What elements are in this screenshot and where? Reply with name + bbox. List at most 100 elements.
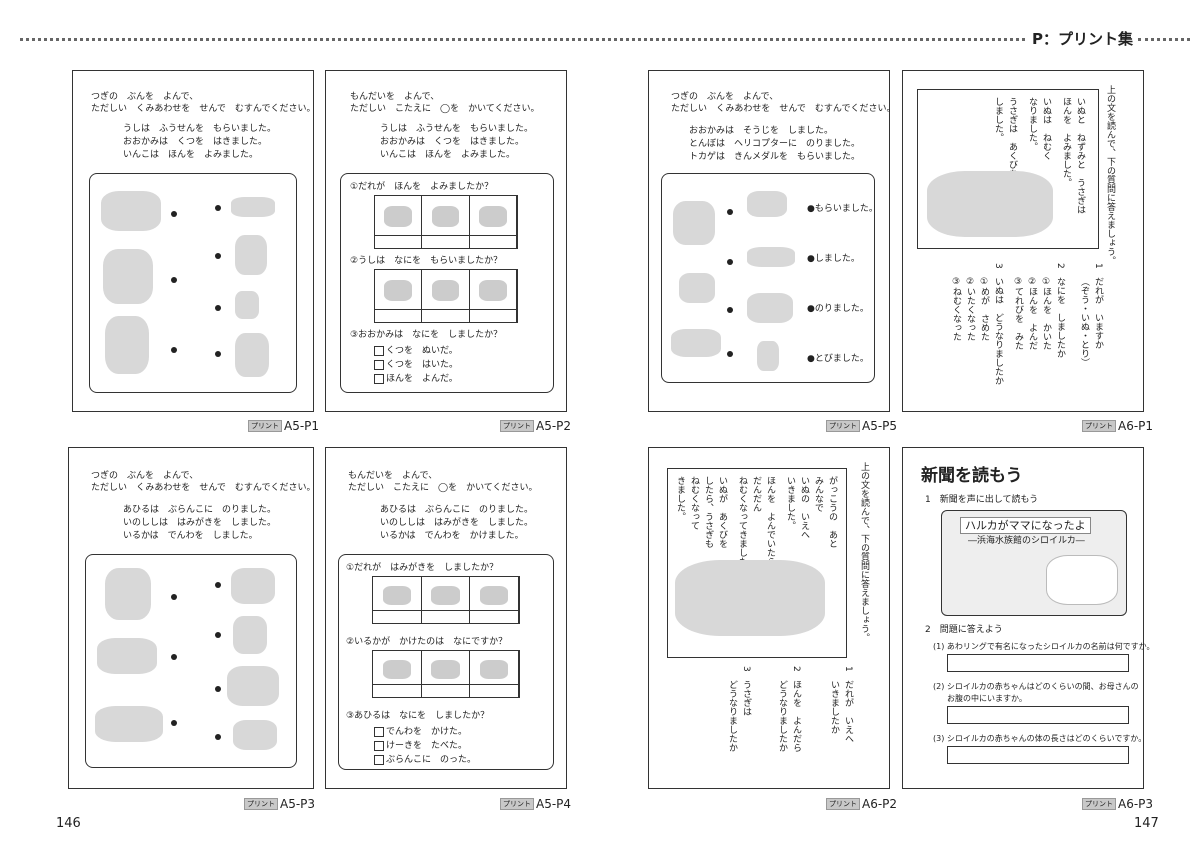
instruction-line-2: ただしい こたえに ◯を かいてください。 <box>348 483 538 493</box>
beluga-photo <box>1046 555 1118 605</box>
instruction-line-1: つぎの ぶんを よんで、 <box>671 92 779 102</box>
question-3-choice-2[interactable]: ②いたくなった <box>965 277 975 341</box>
choice-2[interactable]: くつを はいた。 <box>374 359 458 372</box>
question-1-number: 1 <box>843 666 853 672</box>
match-dot[interactable] <box>171 277 177 283</box>
question-1: ①だれが ほんを よみましたか？ <box>350 182 494 192</box>
swing-illustration <box>227 666 279 706</box>
answer-option-2[interactable]: ●しました。 <box>807 254 860 264</box>
parrot-illustration <box>105 316 149 374</box>
match-dot[interactable] <box>215 582 221 588</box>
header-dotted-rule-left <box>20 38 1025 41</box>
story-line-5: うさぎは あくびを <box>1007 97 1017 178</box>
teru-teru-bozu-illustration <box>235 291 259 319</box>
instruction: 上の文を読んで、下の質問に答えましょう。 <box>1105 85 1115 265</box>
sentence-3: いるかは でんわを かけました。 <box>380 531 524 541</box>
worksheet-a5-p5: つぎの ぶんを よんで、 ただしい くみあわせを せんで むすんでください。 お… <box>648 70 895 412</box>
sentence-2: おおかみは くつを はきました。 <box>123 137 268 147</box>
question-3-choice-3[interactable]: ③ねむくなった <box>951 277 961 341</box>
answer-option-3[interactable]: ●のりました。 <box>807 304 869 314</box>
sentence-2: とんぼは ヘリコプターに のりました。 <box>689 139 861 149</box>
question-3: いぬは どうなりましたか <box>993 277 1003 385</box>
answer-field-3[interactable] <box>947 746 1129 764</box>
sentence-1: うしは ふうせんを もらいました。 <box>123 124 277 134</box>
choice-1[interactable]: くつを ぬいだ。 <box>374 345 458 358</box>
question-3-choice-1[interactable]: ①めが さめた <box>979 277 989 341</box>
instruction: 上の文を読んで、下の質問に答えましょう。 <box>859 462 869 642</box>
match-dot[interactable] <box>727 209 733 215</box>
worksheet-a6-p2: 上の文を読んで、下の質問に答えましょう。 がっこうの あと みんなで いぬの い… <box>648 447 890 789</box>
question-3: ③おおかみは なにを しましたか？ <box>350 330 503 340</box>
match-dot[interactable] <box>215 305 221 311</box>
story-line-1: いぬと ねずみと うさぎは <box>1075 97 1085 214</box>
worksheet-a6-p1: 上の文を読んで、下の質問に答えましょう。 いぬと ねずみと うさぎは ほんを よ… <box>902 70 1144 412</box>
story-line-8: いぬが あくびを <box>717 476 727 548</box>
question-2-choice-3[interactable]: ③てれびを みた <box>1013 277 1023 350</box>
question-2-choice-2[interactable]: ②ほんを よんだ <box>1027 277 1037 350</box>
matching-box <box>661 173 875 383</box>
matching-box <box>89 173 297 393</box>
match-dot[interactable] <box>727 259 733 265</box>
story-line-4: なりました。 <box>1027 97 1037 151</box>
question-2-choices[interactable] <box>374 269 518 323</box>
sentence-3: いるかは でんわを しました。 <box>123 531 258 541</box>
story-line-7: ねむくなってきました。 <box>737 476 747 575</box>
instruction-line-1: もんだいを よんで、 <box>348 471 438 481</box>
question-2-line-2: お腹の中にいますか。 <box>947 694 1027 703</box>
answer-field-2[interactable] <box>947 706 1129 724</box>
newspaper-article: ハルカがママになったよ ―浜海水族館のシロイルカ― <box>941 510 1127 616</box>
question-3-line-1: うさぎは <box>741 680 751 716</box>
matching-box <box>85 554 297 768</box>
question-2-number: 2 <box>791 666 801 672</box>
match-dot[interactable] <box>171 347 177 353</box>
toothbrush-cup-illustration <box>233 616 267 654</box>
question-3-number: 3 <box>741 666 751 672</box>
question-1: (1) あわリングで有名になったシロイルカの名前は何ですか。 <box>933 642 1155 651</box>
match-dot[interactable] <box>215 686 221 692</box>
question-1-hint: （ぞう・いぬ・とり） <box>1079 277 1089 367</box>
match-dot[interactable] <box>171 211 177 217</box>
article-subhead: ―浜海水族館のシロイルカ― <box>968 536 1085 546</box>
choice-2[interactable]: けーきを たべた。 <box>374 740 467 753</box>
question-3-number: 3 <box>993 263 1003 269</box>
choice-1[interactable]: でんわを かけた。 <box>374 726 467 739</box>
match-dot[interactable] <box>215 205 221 211</box>
question-2-choice-1[interactable]: ①ほんを かいた <box>1041 277 1051 350</box>
match-dot[interactable] <box>727 307 733 313</box>
match-dot[interactable] <box>215 632 221 638</box>
answer-option-4[interactable]: ●とびました。 <box>807 354 869 364</box>
worksheet-a5-p3: つぎの ぶんを よんで、 ただしい くみあわせを せんで むすんでください。 あ… <box>68 447 315 789</box>
question-2-line-1: (2) シロイルカの赤ちゃんはどのくらいの間、お母さんの <box>933 682 1139 691</box>
question-1-choices[interactable] <box>372 576 520 624</box>
instruction-line-1: つぎの ぶんを よんで、 <box>91 471 199 481</box>
match-dot[interactable] <box>215 253 221 259</box>
answer-field-1[interactable] <box>947 654 1129 672</box>
question-1-choices[interactable] <box>374 195 518 249</box>
sentence-1: あひるは ぶらんこに のりました。 <box>380 505 534 515</box>
match-dot[interactable] <box>215 351 221 357</box>
answer-option-1[interactable]: ●もらいました。 <box>807 204 878 214</box>
choice-3[interactable]: ぶらんこに のった。 <box>374 754 476 767</box>
match-dot[interactable] <box>171 720 177 726</box>
question-2-choices[interactable] <box>372 650 520 698</box>
match-dot[interactable] <box>727 351 733 357</box>
choice-3[interactable]: ほんを よんだ。 <box>374 373 458 386</box>
match-dot[interactable] <box>171 654 177 660</box>
story-line-6: しました。 <box>993 97 1003 142</box>
question-1-number: 1 <box>1093 263 1103 269</box>
story-line-10: ねむくなって <box>689 476 699 530</box>
balloons-illustration <box>235 333 269 377</box>
worksheet-a6-p3: 新聞を読もう 1 新聞を声に出して読もう ハルカがママになったよ ―浜海水族館の… <box>902 447 1154 789</box>
section-2-heading: 2 問題に答えよう <box>925 625 1003 635</box>
instruction-line-1: つぎの ぶんを よんで、 <box>91 92 199 102</box>
story-line-5: ほんを よんでいたら、 <box>765 476 775 575</box>
worksheet-a5-p1: つぎの ぶんを よんで、 ただしい くみあわせを せんで むすんでください。 う… <box>72 70 315 412</box>
match-dot[interactable] <box>171 594 177 600</box>
vacuum-illustration <box>747 293 793 323</box>
match-dot[interactable] <box>215 734 221 740</box>
